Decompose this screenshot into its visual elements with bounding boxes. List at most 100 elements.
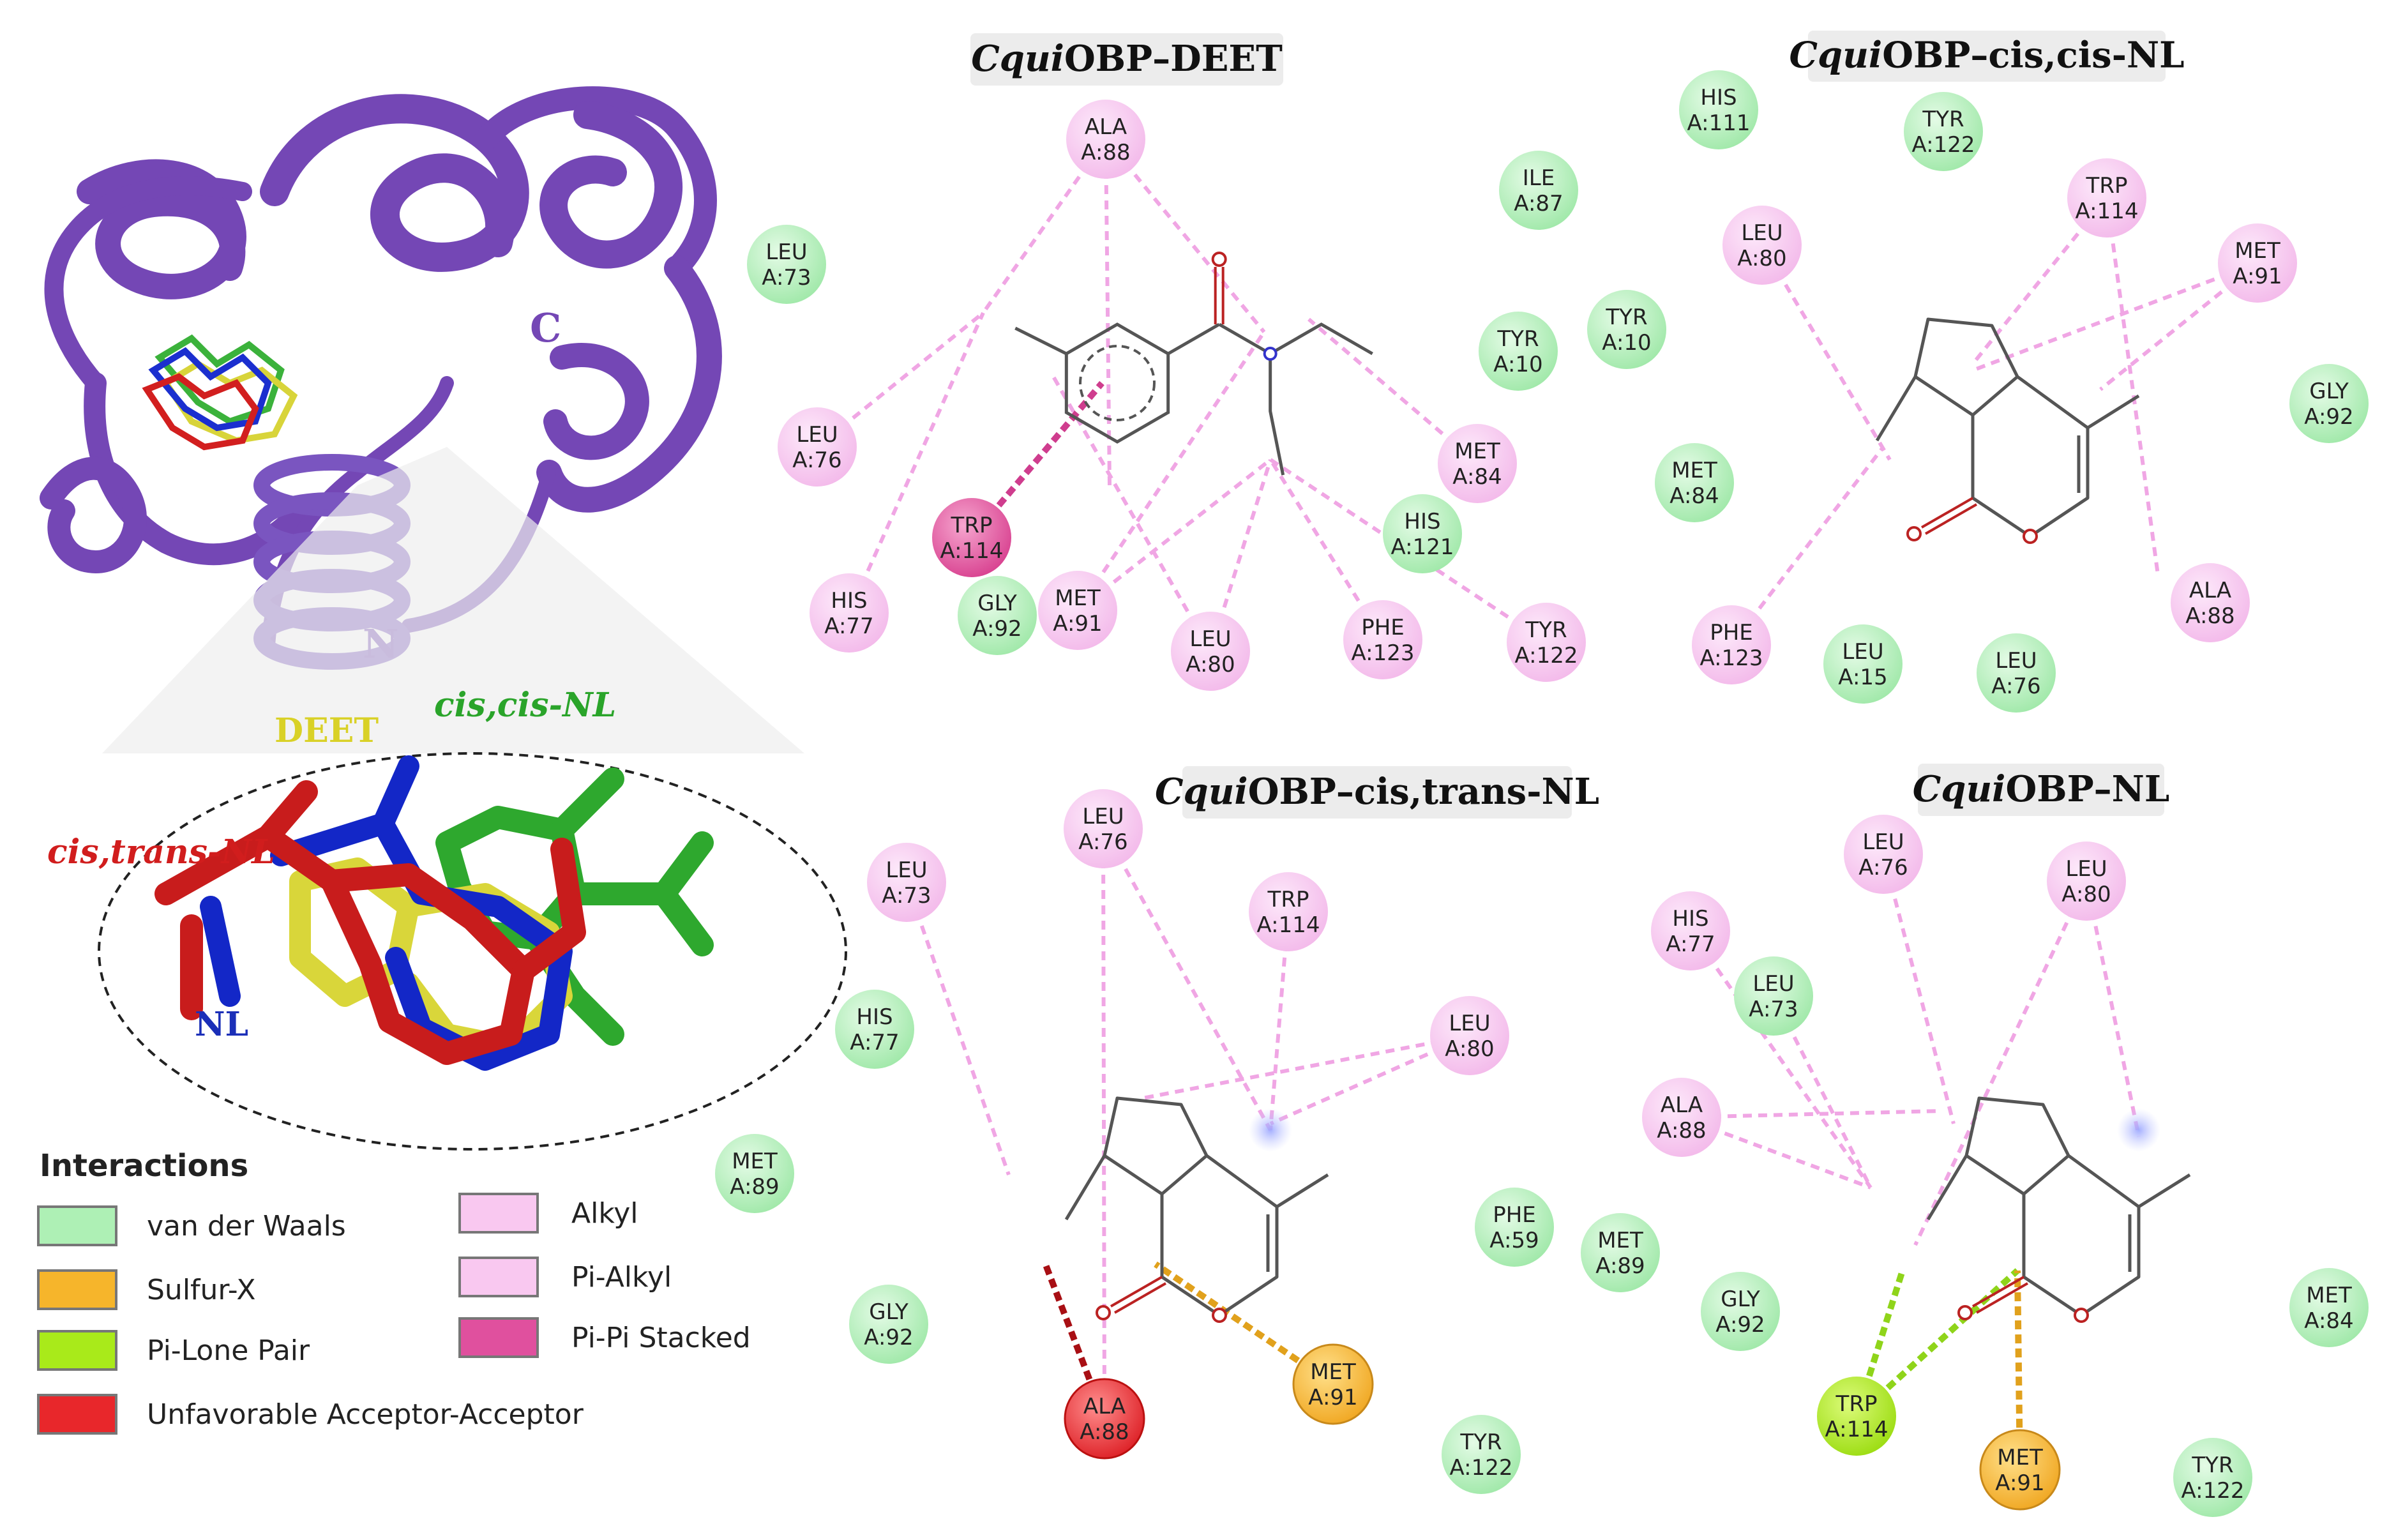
interaction-line-alkyl [2105,197,2160,575]
residue-number: A:80 [1186,652,1235,677]
residue-number: A:59 [1489,1228,1539,1253]
carbonyl-bond [1167,322,1220,356]
pocket-ligands [142,334,298,451]
residue-disc [1438,424,1517,503]
residue-number: A:91 [1995,1470,2044,1496]
residue-name: MET [2235,238,2280,264]
residue-number: A:92 [1715,1312,1765,1338]
interaction-line-alkyl [1104,138,1266,333]
residue-disc [1904,92,1983,171]
carbonyl-oxygen-double-bond [1972,1276,2028,1314]
residue-disc [1701,1272,1780,1351]
panel-title: CquiOBP–cis,cis-NL [1789,34,2184,77]
residue-disc [810,573,889,653]
residue-number: A:73 [1749,997,1798,1022]
legend-item: Pi-Lone Pair [37,1330,310,1371]
residue-number: A:114 [2075,199,2138,224]
carbonyl-oxygen-double-bond [1214,267,1225,324]
residue-name: HIS [856,1004,893,1030]
residue-disc [1692,605,1771,684]
residue-number: A:122 [1911,132,1975,158]
residue-disc [715,1134,794,1213]
residue-disc [932,498,1011,577]
legend-swatch [458,1257,539,1297]
cis-trans-nl-label: cis,trans-NL [47,833,275,872]
panel-title-box [1918,764,2164,816]
residue-name: PHE [1361,615,1405,640]
interaction-line-alkyl [1730,446,1885,646]
legend-item: van der Waals [37,1205,346,1246]
residue-name: LEU [1741,220,1782,246]
residue-name: TYR [2191,1453,2233,1478]
carbonyl-oxygen-double-bond [1921,497,1977,535]
residue-number: A:87 [1514,191,1563,216]
deet-label: DEET [275,711,379,750]
carbonyl-oxygen-double-bond [1110,1276,1166,1314]
residue-name: TYR [1605,305,1647,330]
residue-disc [1655,443,1734,522]
residue-disc [2047,842,2126,921]
interaction-line-alkyl [1142,1034,1470,1100]
residue-number: A:84 [1669,483,1719,509]
legend: Interactions van der WaalsSulfur-XPi-Lon… [37,1148,751,1435]
residue-disc [1977,633,2056,713]
residue-disc [1823,624,1903,704]
interaction-line-alkyl [1760,244,1892,461]
residue-disc [2289,364,2369,443]
legend-title: Interactions [40,1148,248,1184]
panel-title: CquiOBP–NL [1913,768,2170,810]
residue-name: MET [1310,1359,1356,1385]
residue-number: A:77 [850,1030,899,1055]
residue-name: PHE [1493,1202,1536,1228]
legend-swatch [37,1205,117,1246]
c-terminus-label: C [530,305,561,351]
residue-disc [1581,1213,1660,1292]
interaction-line-alkyl [1881,854,1956,1124]
interaction-line-alkyl [905,882,1011,1175]
legend-label: Pi-Lone Pair [147,1334,310,1367]
residue-number: A:84 [1452,464,1502,490]
residue-disc [1343,600,1422,679]
residue-disc [1817,1377,1896,1456]
ligand-structure [1875,317,2140,544]
residue-name: LEU [1189,626,1231,652]
interaction-line-alkyl [1104,139,1112,486]
zoom-wedge [102,447,804,753]
residue-name: TYR [1496,326,1539,352]
interaction-line-alkyl [1076,458,1272,612]
residue-name: LEU [1752,971,1794,997]
residue-number: A:80 [1737,246,1786,271]
legend-label: Pi-Alkyl [571,1261,672,1294]
residue-number: A:114 [1256,912,1320,938]
residue-disc [1383,494,1462,573]
residue-disc [1066,100,1145,179]
residue-disc [778,407,857,487]
residue-number: A:122 [1449,1455,1512,1481]
legend-swatch [458,1317,539,1358]
residue-name: LEU [1082,804,1124,829]
residue-number: A:73 [762,265,811,291]
